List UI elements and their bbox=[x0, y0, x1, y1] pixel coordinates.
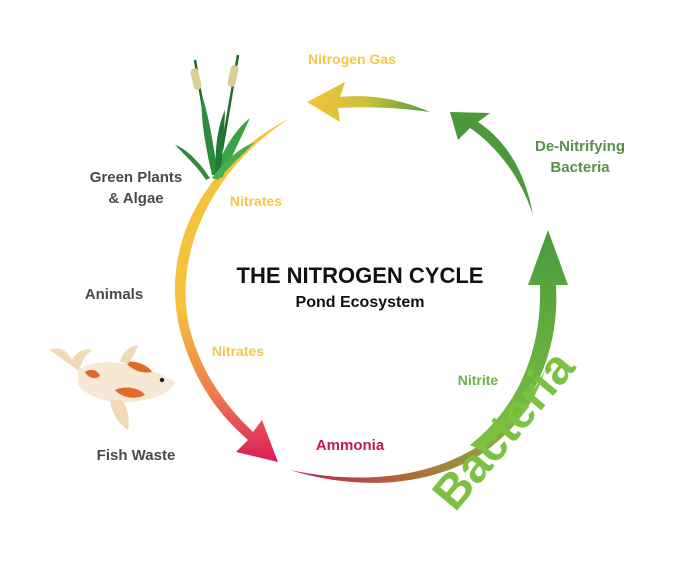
bacteria-label: Bacteria bbox=[423, 341, 586, 520]
cattail-plant-icon bbox=[175, 54, 255, 180]
green-plants-label-line2: & Algae bbox=[108, 190, 163, 207]
denitrifying-arrow bbox=[450, 112, 533, 215]
nitrite-arc bbox=[470, 230, 568, 450]
koi-fish-icon bbox=[50, 345, 175, 430]
nitrates-top-label: Nitrates bbox=[230, 193, 282, 209]
nitrogen-gas-arrow bbox=[307, 82, 430, 122]
denitrifying-label-line2: Bacteria bbox=[550, 159, 610, 176]
nitrogen-gas-label: Nitrogen Gas bbox=[308, 51, 396, 67]
denitrifying-label-line1: De-Nitrifying bbox=[535, 138, 625, 155]
green-plants-label-line1: Green Plants bbox=[90, 169, 183, 186]
nitrates-bottom-label: Nitrates bbox=[212, 343, 264, 359]
fish-waste-label: Fish Waste bbox=[97, 447, 176, 464]
nitrite-label: Nitrite bbox=[458, 372, 499, 388]
animals-label: Animals bbox=[85, 286, 143, 303]
diagram-title: THE NITROGEN CYCLE bbox=[237, 263, 484, 288]
nitrates-arc bbox=[174, 118, 290, 462]
ammonia-label: Ammonia bbox=[316, 437, 385, 454]
diagram-subtitle: Pond Ecosystem bbox=[296, 294, 425, 311]
